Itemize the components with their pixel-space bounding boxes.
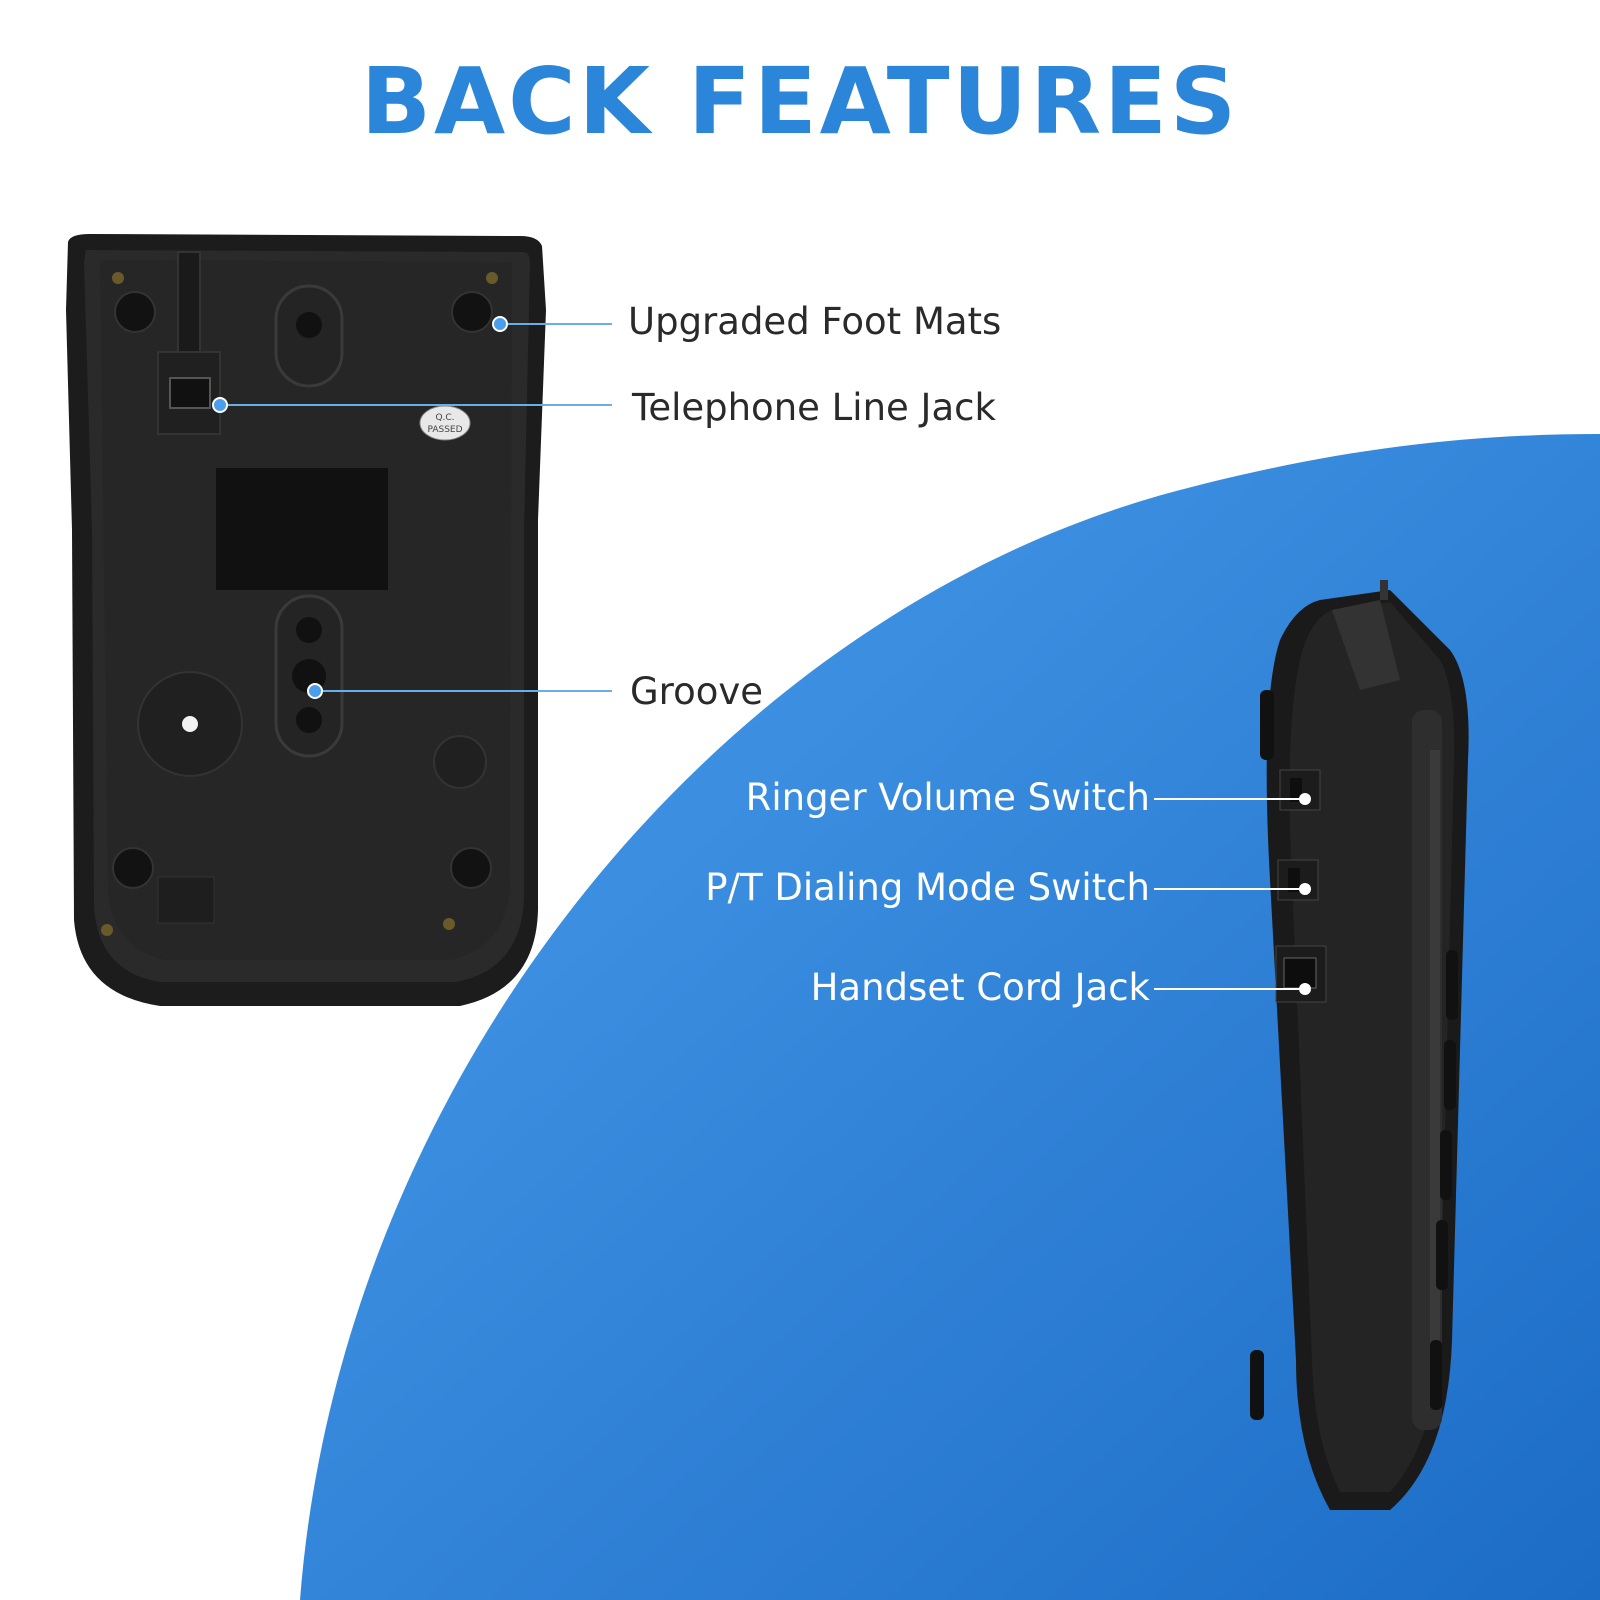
callout-ringer-volume-switch: Ringer Volume Switch xyxy=(745,776,1150,819)
leader-line-jack xyxy=(212,397,612,413)
svg-text:Q.C.: Q.C. xyxy=(435,413,454,423)
callout-telephone-line-jack: Telephone Line Jack xyxy=(632,386,996,429)
leader-foot-mats xyxy=(492,316,612,332)
leader-ringer-volume xyxy=(1154,793,1311,805)
page-title: BACK FEATURES xyxy=(360,48,1240,155)
callout-groove: Groove xyxy=(630,670,764,713)
phone-back-view: Q.C. PASSED xyxy=(66,234,546,1006)
leader-handset-jack xyxy=(1154,983,1311,995)
leader-groove xyxy=(307,683,612,699)
callout-dialing-mode-switch: P/T Dialing Mode Switch xyxy=(705,866,1150,909)
callout-handset-cord-jack: Handset Cord Jack xyxy=(810,966,1150,1009)
callout-upgraded-foot-mats: Upgraded Foot Mats xyxy=(628,300,1002,343)
leader-dialing-mode xyxy=(1154,883,1311,895)
svg-text:PASSED: PASSED xyxy=(427,425,462,435)
phone-side-view xyxy=(1250,580,1469,1510)
